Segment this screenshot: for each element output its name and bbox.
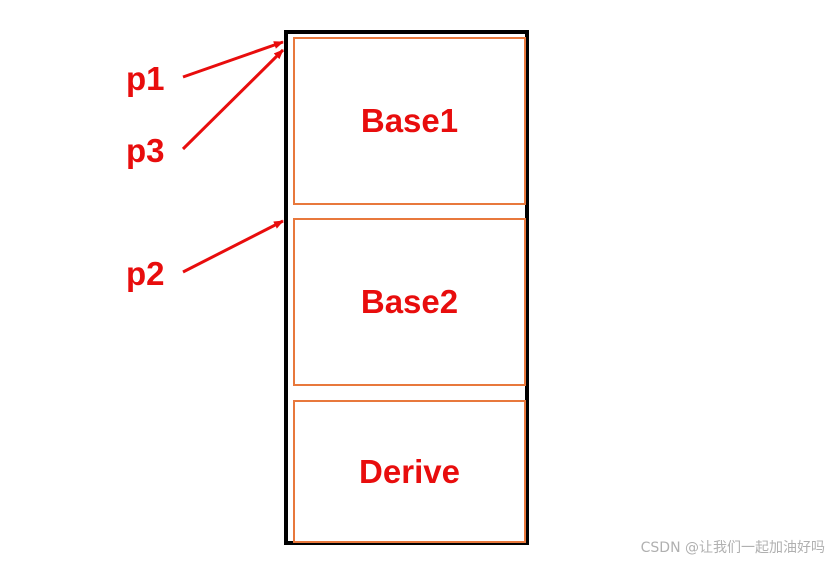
section-derive: Derive bbox=[293, 400, 526, 543]
arrow-p1 bbox=[182, 40, 284, 79]
pointer-label-p1: p1 bbox=[126, 60, 165, 97]
object-memory-box bbox=[284, 30, 529, 545]
section-base2: Base2 bbox=[293, 218, 526, 386]
arrow-p2 bbox=[182, 219, 284, 274]
section-base1-label: Base1 bbox=[360, 102, 459, 139]
section-base1: Base1 bbox=[293, 37, 526, 205]
pointer-label-p3: p3 bbox=[126, 132, 165, 169]
section-base2-label: Base2 bbox=[360, 283, 459, 320]
pointer-label-p2: p2 bbox=[126, 255, 165, 292]
watermark: CSDN @让我们一起加油好吗 bbox=[640, 540, 825, 556]
section-derive-label: Derive bbox=[359, 452, 460, 490]
arrow-p3 bbox=[181, 48, 285, 151]
